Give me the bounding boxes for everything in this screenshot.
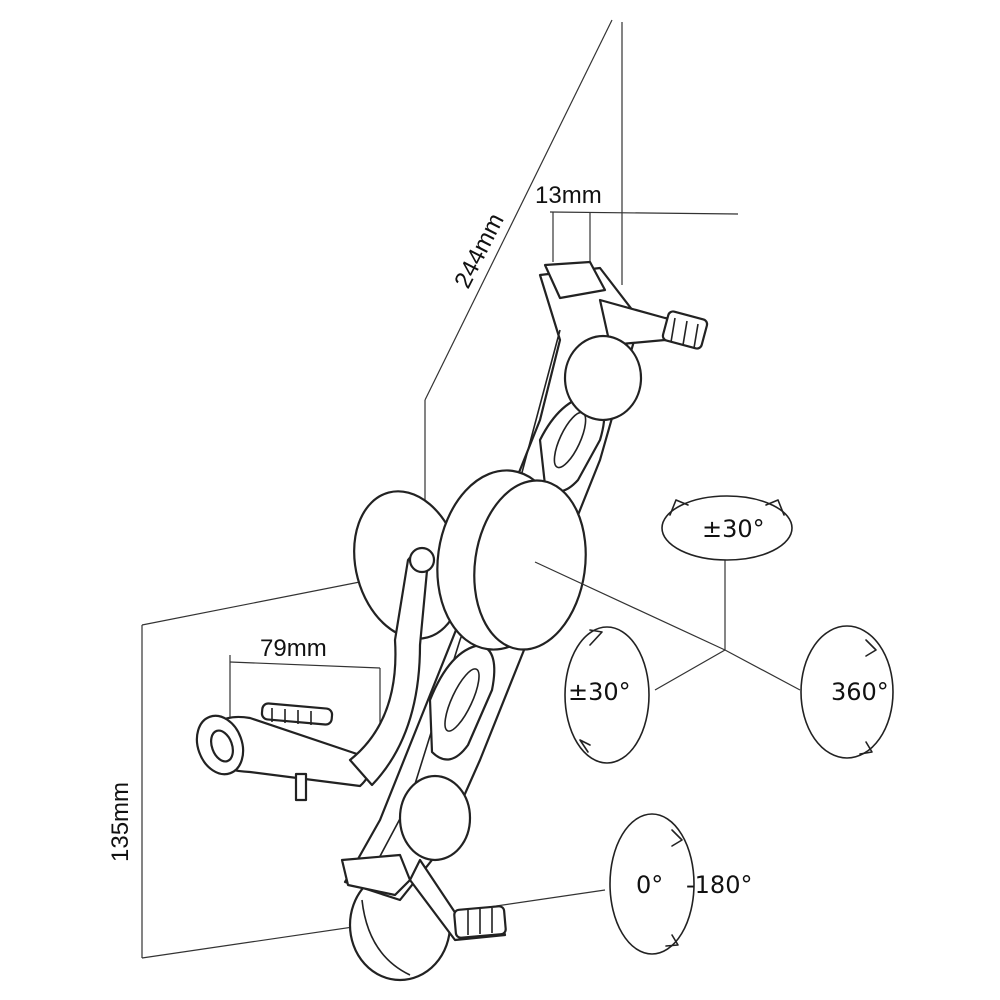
lower-slot-hole [444, 668, 480, 732]
axis-to-center [534, 561, 726, 651]
rear-lobe-bottom-edge [361, 899, 411, 976]
tilt-vertical-label: ±30° [702, 515, 765, 543]
arrow-icon [865, 639, 877, 657]
hub-pivot [408, 546, 436, 574]
arrow-icon [671, 829, 683, 847]
arrow-icon [669, 499, 689, 516]
rotation-indicators [564, 495, 894, 955]
orientation-start-label: 0° [636, 871, 663, 899]
central-hub [473, 479, 587, 651]
dim-height-ext-top [141, 577, 381, 626]
tilt-horizontal-label: ±30° [568, 678, 631, 706]
dim-length-line [424, 19, 613, 401]
swivel-ellipse [800, 625, 894, 759]
dim-thickness-line [549, 211, 739, 215]
clamp-bolt [294, 772, 308, 802]
tablet-mount [195, 260, 709, 982]
upper-knob [563, 334, 643, 422]
rotation-axes [534, 560, 801, 691]
tilt-horizontal-ellipse [564, 626, 650, 764]
lower-knob [398, 774, 472, 862]
axis-right [724, 649, 801, 691]
swivel-label: 360° [831, 678, 889, 706]
orientation-ellipse [609, 813, 695, 955]
arrow-icon [859, 741, 873, 755]
length-label: 244mm [449, 209, 509, 293]
clamp-width-label: 79mm [260, 635, 327, 662]
arrow-icon [579, 739, 591, 753]
height-label: 135mm [107, 782, 134, 862]
arrow-icon [765, 499, 785, 516]
arrow-icon [665, 934, 679, 947]
thickness-label: 13mm [535, 182, 602, 209]
top-jaw-ridge [682, 320, 688, 346]
headrest-clamp [195, 551, 430, 802]
dim-clamp-line [229, 661, 381, 669]
top-jaw-ridge [693, 323, 699, 349]
clamp-ring-inner [210, 729, 234, 763]
arrow-icon [589, 629, 603, 646]
clamp-screw-head [260, 702, 334, 726]
orientation-end-label: -180° [686, 871, 752, 899]
bottom-jaw-cap [340, 853, 412, 897]
axis-left [654, 649, 726, 691]
tilt-vertical-ellipse [661, 495, 793, 561]
top-jaw-ridge [670, 317, 676, 343]
top-jaw-cap [543, 260, 607, 300]
